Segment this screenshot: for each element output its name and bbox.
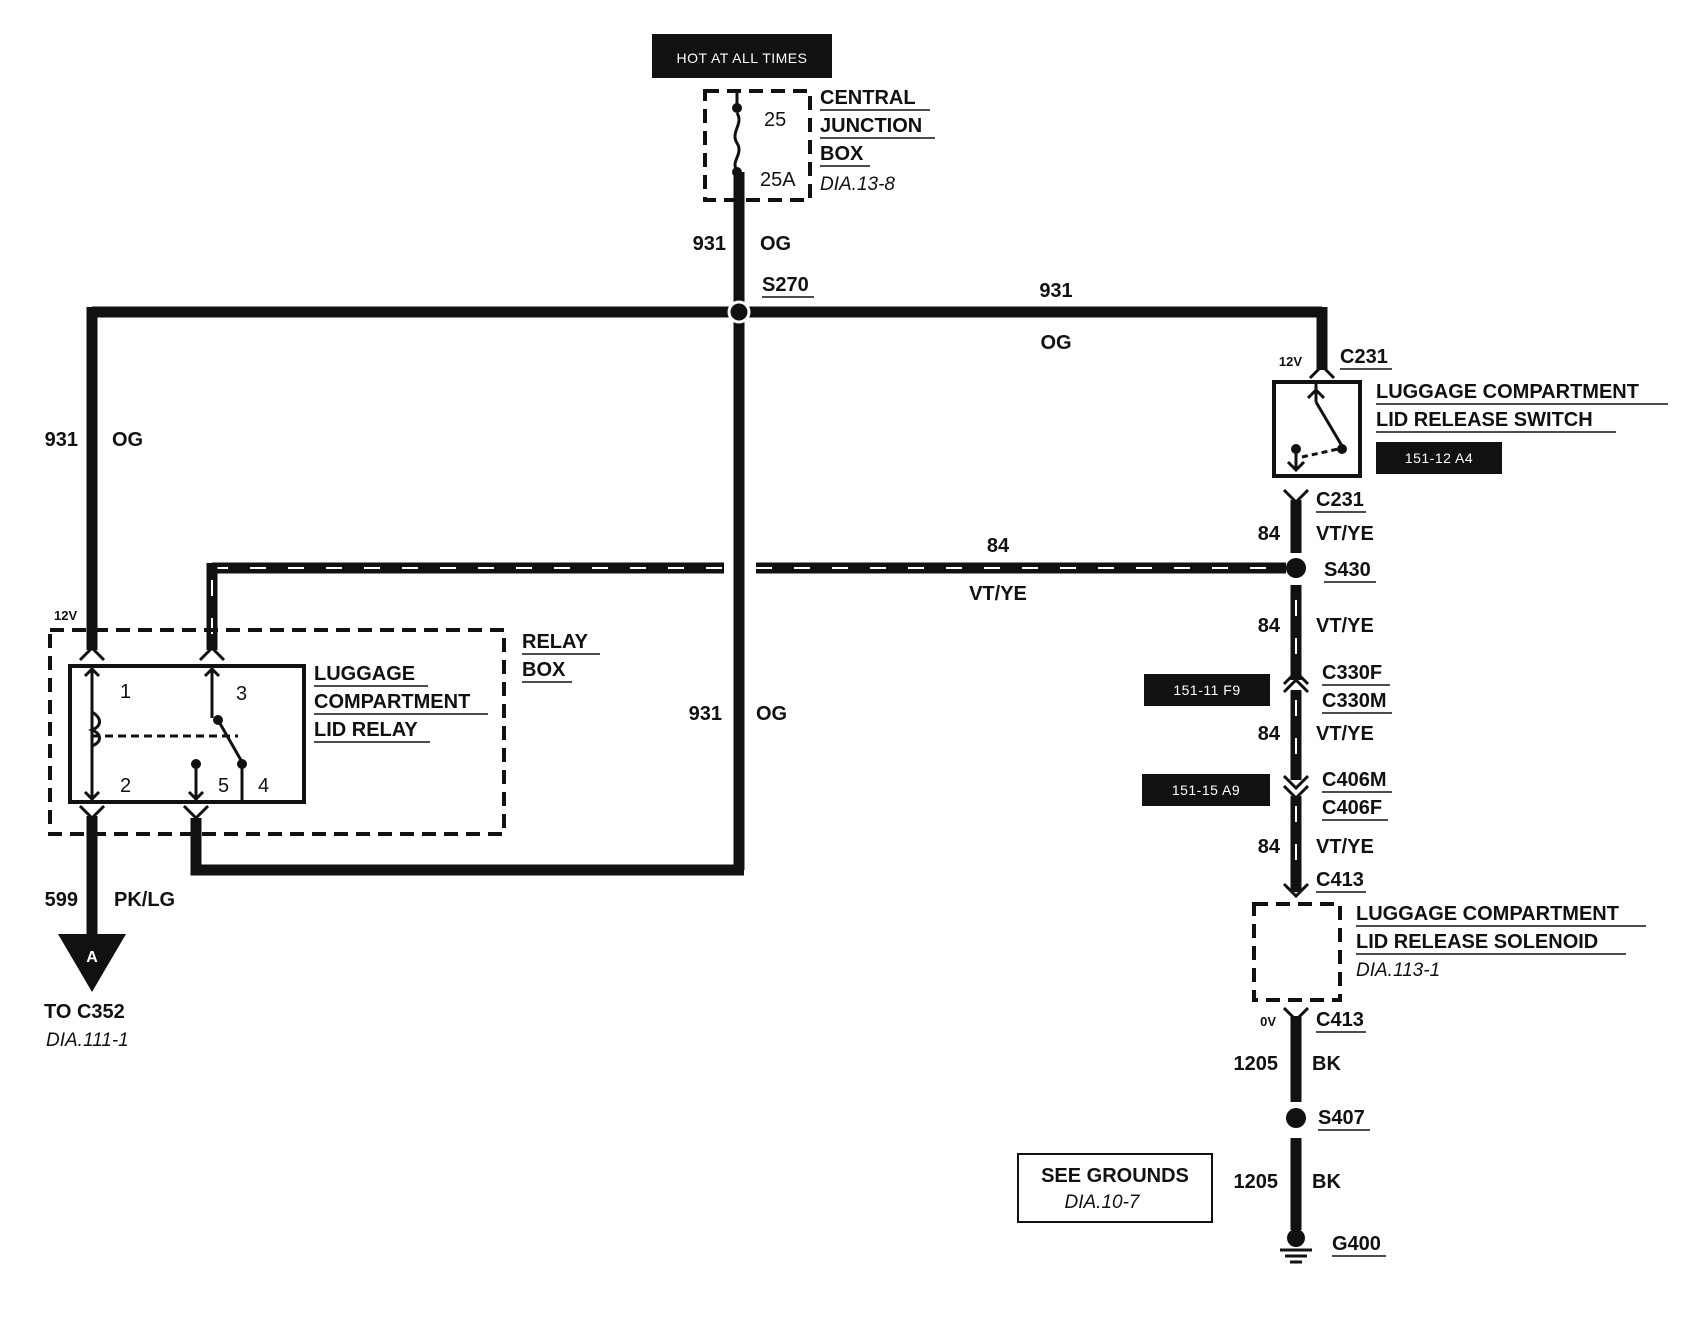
switch-voltage: 12V bbox=[1279, 354, 1302, 369]
vtye-label-b: VT/YE bbox=[1316, 615, 1374, 637]
c406f-label: C406F bbox=[1322, 797, 1382, 819]
fuse-rating: 25A bbox=[760, 169, 796, 191]
gnd-1205-label-b: 1205 bbox=[1234, 1171, 1279, 1193]
relay-title-1: LUGGAGE bbox=[314, 663, 415, 685]
see-grounds-ref: DIA.10-7 bbox=[1065, 1192, 1141, 1213]
right-circuit-color: OG bbox=[1040, 332, 1071, 354]
out-circuit-number: 599 bbox=[45, 889, 78, 911]
relay-title-2: COMPARTMENT bbox=[314, 691, 470, 713]
relay-pin-4: 4 bbox=[258, 775, 269, 797]
ground-g400-node bbox=[1287, 1229, 1305, 1247]
wire-84-label-c: 84 bbox=[1258, 723, 1281, 745]
feed-circuit-number: 931 bbox=[693, 233, 726, 255]
relay-pin-2: 2 bbox=[120, 775, 131, 797]
c413-top-label: C413 bbox=[1316, 869, 1364, 891]
splice-s407-dot bbox=[1286, 1108, 1306, 1128]
switch-contact-arm bbox=[1314, 401, 1344, 447]
wire-931-relay-return bbox=[190, 818, 744, 876]
signal-circuit-color: VT/YE bbox=[969, 583, 1027, 605]
ground-g400-label: G400 bbox=[1332, 1233, 1381, 1255]
c330-ref-tag-text: 151-11 F9 bbox=[1173, 682, 1240, 698]
connector-a-letter: A bbox=[86, 949, 98, 966]
relay-contact-arm bbox=[216, 719, 244, 763]
connector-c413-top-symbol bbox=[1282, 882, 1310, 899]
connector-c330-symbol bbox=[1282, 677, 1310, 694]
solenoid-title-2: LID RELEASE SOLENOID bbox=[1356, 931, 1598, 953]
central-junction-box-outline bbox=[703, 89, 812, 202]
relay-coil-symbol bbox=[87, 710, 101, 748]
out-circuit-color: PK/LG bbox=[114, 889, 175, 911]
relay-pin-1: 1 bbox=[120, 681, 131, 703]
relay-voltage: 12V bbox=[54, 608, 77, 623]
see-grounds-title: SEE GROUNDS bbox=[1041, 1165, 1189, 1187]
c406-ref-tag bbox=[1142, 774, 1270, 806]
feed-circuit-color: OG bbox=[760, 233, 791, 255]
fuse-number: 25 bbox=[764, 109, 786, 131]
hot-at-all-times-label: HOT AT ALL TIMES bbox=[677, 50, 808, 66]
see-grounds-box bbox=[1017, 1153, 1213, 1223]
vtye-label-a: VT/YE bbox=[1316, 523, 1374, 545]
c330m-label: C330M bbox=[1322, 690, 1386, 712]
splice-s430-dot bbox=[1286, 558, 1306, 578]
connector-a-ref: DIA.111-1 bbox=[46, 1030, 129, 1051]
c406m-label: C406M bbox=[1322, 769, 1386, 791]
left-circuit-color: OG bbox=[112, 429, 143, 451]
c330-ref-tag bbox=[1144, 674, 1270, 706]
signal-circuit-number: 84 bbox=[987, 535, 1010, 557]
bk-label-a: BK bbox=[1312, 1053, 1341, 1075]
wire-84-label-d: 84 bbox=[1258, 836, 1281, 858]
relay-box-title-2: BOX bbox=[522, 659, 566, 681]
mid-circuit-number: 931 bbox=[689, 703, 722, 725]
relay-pin-5: 5 bbox=[218, 775, 229, 797]
junction-box-title-1: CENTRAL bbox=[820, 87, 916, 109]
bk-label-b: BK bbox=[1312, 1171, 1341, 1193]
solenoid-ref: DIA.113-1 bbox=[1356, 960, 1440, 981]
switch-ref-tag bbox=[1376, 442, 1502, 474]
vtye-label-d: VT/YE bbox=[1316, 836, 1374, 858]
c406-ref-tag-text: 151-15 A9 bbox=[1172, 782, 1240, 798]
junction-box-title-2: JUNCTION bbox=[820, 115, 922, 137]
splice-s430-label: S430 bbox=[1324, 559, 1371, 581]
lid-relay-box bbox=[68, 664, 306, 804]
hot-at-all-times-tag bbox=[652, 34, 832, 78]
relay-box-outline bbox=[48, 628, 506, 836]
switch-connector-label: C231 bbox=[1340, 346, 1388, 368]
c413-bottom-label: C413 bbox=[1316, 1009, 1364, 1031]
relay-pin-3: 3 bbox=[236, 683, 247, 705]
relay-title-3: LID RELAY bbox=[314, 719, 418, 741]
lid-release-solenoid-box bbox=[1252, 902, 1342, 1002]
switch-title-2: LID RELEASE SWITCH bbox=[1376, 409, 1593, 431]
vtye-label-c: VT/YE bbox=[1316, 723, 1374, 745]
fuse-symbol bbox=[733, 112, 741, 171]
gnd-1205-label-a: 1205 bbox=[1234, 1053, 1279, 1075]
switch-ref-tag-text: 151-12 A4 bbox=[1405, 450, 1473, 466]
right-circuit-number: 931 bbox=[1039, 280, 1072, 302]
fuse-top-terminal bbox=[732, 103, 742, 113]
c231-lower-label: C231 bbox=[1316, 489, 1364, 511]
switch-title-1: LUGGAGE COMPARTMENT bbox=[1376, 381, 1639, 403]
connector-c406-symbol bbox=[1282, 774, 1310, 791]
solenoid-title-1: LUGGAGE COMPARTMENT bbox=[1356, 903, 1619, 925]
wire-84-label-b: 84 bbox=[1258, 615, 1281, 637]
splice-s270-label: S270 bbox=[762, 274, 809, 296]
relay-box-title-1: RELAY bbox=[522, 631, 589, 653]
wire-84-label-a: 84 bbox=[1258, 523, 1281, 545]
connector-a-arrow bbox=[58, 934, 126, 992]
left-circuit-number: 931 bbox=[45, 429, 78, 451]
splice-s270-dot bbox=[727, 300, 751, 324]
connector-c231-upper-symbol bbox=[1308, 363, 1336, 380]
c330f-label: C330F bbox=[1322, 662, 1382, 684]
voltage-0v: 0V bbox=[1260, 1014, 1276, 1029]
connector-a-to: TO C352 bbox=[44, 1001, 125, 1023]
junction-box-ref: DIA.13-8 bbox=[820, 174, 895, 195]
splice-s407-label: S407 bbox=[1318, 1107, 1365, 1129]
junction-box-title-3: BOX bbox=[820, 143, 864, 165]
mid-circuit-color: OG bbox=[756, 703, 787, 725]
